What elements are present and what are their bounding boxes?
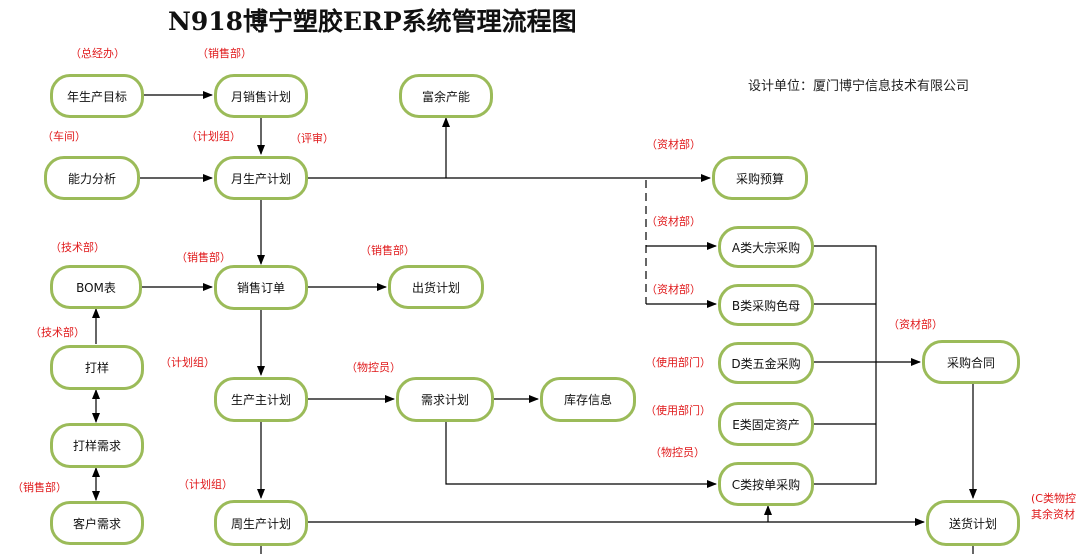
node-shipping-plan: 出货计划 bbox=[388, 265, 484, 309]
node-bom: BOM表 bbox=[50, 265, 142, 309]
dept-label-gm: （总经办） bbox=[70, 47, 125, 60]
dept-label-review: （评审） bbox=[290, 132, 334, 145]
node-class-c-purchase: C类按单采购 bbox=[718, 462, 814, 506]
node-surplus-capacity: 富余产能 bbox=[399, 74, 493, 118]
dept-label-user-dept: （使用部门） bbox=[645, 356, 711, 369]
dept-label-sales: （销售部） bbox=[176, 251, 231, 264]
dept-label-materials: （资材部） bbox=[646, 215, 701, 228]
dept-label-sales: （销售部） bbox=[197, 47, 252, 60]
dept-label-materials: （资材部） bbox=[646, 138, 701, 151]
dept-label-materials: （资材部） bbox=[646, 283, 701, 296]
dept-label-sales: （销售部） bbox=[360, 244, 415, 257]
node-weekly-plan: 周生产计划 bbox=[214, 500, 308, 546]
node-delivery-plan: 送货计划 bbox=[926, 500, 1020, 546]
dept-label-materials: （资材部） bbox=[888, 318, 943, 331]
dept-label-planning: （计划组） bbox=[160, 356, 215, 369]
node-purchase-budget: 采购预算 bbox=[712, 156, 808, 200]
node-sales-order: 销售订单 bbox=[214, 265, 308, 310]
node-monthly-production-plan: 月生产计划 bbox=[214, 156, 308, 200]
edge-demand-to-class-c bbox=[445, 422, 717, 488]
dept-label-class-c-note: (C类物控 bbox=[1031, 492, 1076, 505]
node-customer-demand: 客户需求 bbox=[50, 501, 144, 545]
dept-label-controller: （物控员） bbox=[346, 361, 401, 374]
node-class-e-assets: E类固定资产 bbox=[718, 402, 814, 446]
dept-label-planning: （计划组） bbox=[186, 130, 241, 143]
dept-label-sales: （销售部） bbox=[12, 481, 67, 494]
node-inventory: 库存信息 bbox=[540, 377, 636, 422]
dept-label-user-dept: （使用部门） bbox=[645, 404, 711, 417]
page-title: N918博宁塑胶ERP系统管理流程图 bbox=[168, 7, 577, 36]
node-master-plan: 生产主计划 bbox=[214, 377, 308, 422]
node-class-b-purchase: B类采购色母 bbox=[718, 284, 814, 326]
node-purchase-contract: 采购合同 bbox=[922, 340, 1020, 384]
designer-label: 设计单位：厦门博宁信息技术有限公司 bbox=[748, 79, 970, 94]
edge-classes-bus bbox=[814, 245, 877, 485]
dept-label-controller: （物控员） bbox=[650, 446, 705, 459]
node-class-a-purchase: A类大宗采购 bbox=[718, 226, 814, 268]
node-capacity-analysis: 能力分析 bbox=[44, 156, 140, 200]
dept-label-tech: （技术部） bbox=[50, 241, 105, 254]
node-sampling-request: 打样需求 bbox=[50, 423, 144, 468]
node-class-d-purchase: D类五金采购 bbox=[718, 342, 814, 384]
node-annual-target: 年生产目标 bbox=[50, 74, 144, 118]
node-demand-plan: 需求计划 bbox=[396, 377, 494, 422]
node-monthly-sales-plan: 月销售计划 bbox=[214, 74, 308, 118]
node-sampling: 打样 bbox=[50, 345, 144, 390]
dept-label-workshop: （车间） bbox=[42, 130, 86, 143]
dept-label-tech: （技术部） bbox=[30, 326, 85, 339]
dept-label-class-c-note: 其余资材 bbox=[1031, 508, 1075, 521]
dept-label-planning: （计划组） bbox=[178, 478, 233, 491]
